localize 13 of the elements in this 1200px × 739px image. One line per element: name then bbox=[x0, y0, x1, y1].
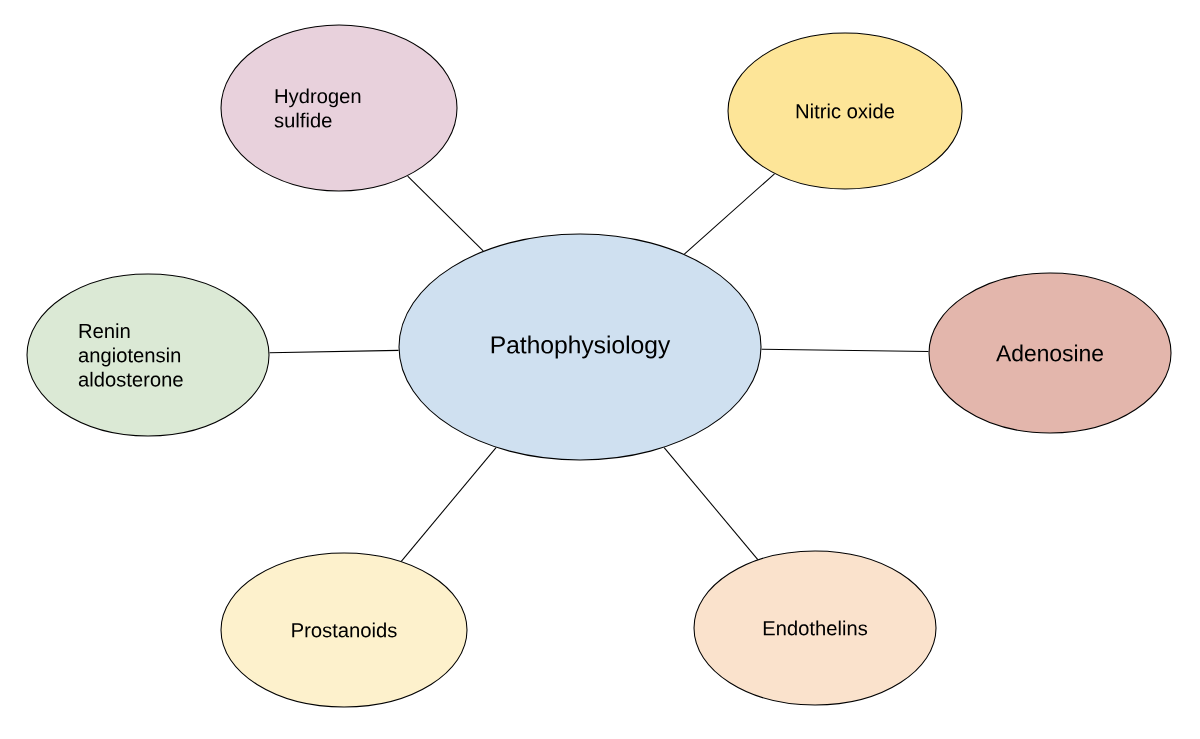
connector-line bbox=[663, 447, 759, 561]
connector-line bbox=[400, 447, 497, 562]
connector-line bbox=[407, 175, 484, 252]
connector-line bbox=[268, 349, 400, 354]
connector-line bbox=[760, 348, 930, 352]
ellipse-node: Adenosine bbox=[928, 272, 1172, 434]
ellipse-node: Hydrogen sulfide bbox=[220, 24, 458, 192]
connector-line bbox=[683, 173, 775, 255]
ellipse-node: Nitric oxide bbox=[727, 32, 963, 190]
ellipse-node: Endothelins bbox=[693, 550, 937, 706]
ellipse-node: Prostanoids bbox=[220, 552, 468, 708]
ellipse-node: Renin angiotensin aldosterone bbox=[26, 273, 270, 437]
ellipse-node: Pathophysiology bbox=[398, 233, 762, 461]
